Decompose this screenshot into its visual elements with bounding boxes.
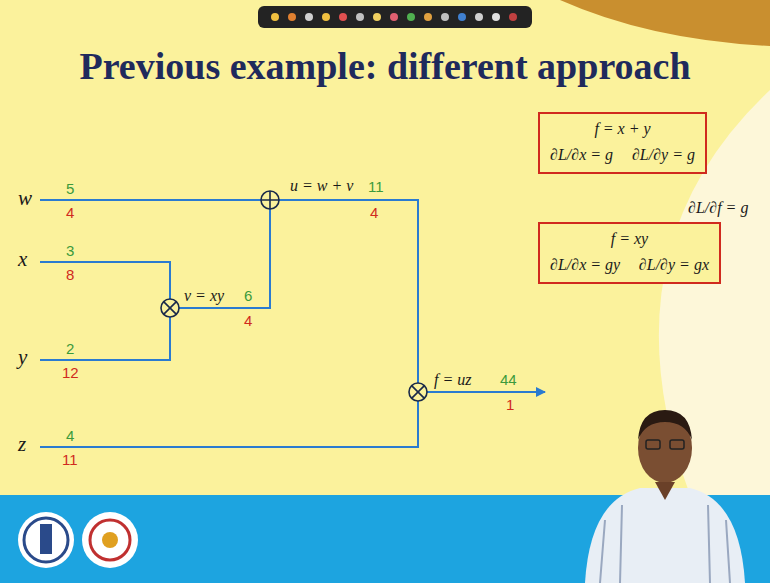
operator-symbols [161, 191, 427, 401]
gradient-value: 1 [506, 397, 514, 414]
forward-value: 3 [66, 243, 74, 260]
gradient-formula: ∂L/∂y = gx [639, 256, 709, 274]
gradient-value: 8 [66, 267, 74, 284]
output-gradient: ∂L/∂f = g [688, 199, 748, 217]
variable-name: y [18, 346, 27, 369]
gradient-value: 12 [62, 365, 79, 382]
slide-title: Previous example: different approach [0, 44, 770, 88]
presenter [585, 410, 745, 583]
forward-value: 2 [66, 341, 74, 358]
gradient-formula: ∂L/∂x = gy [550, 256, 620, 274]
forward-value: 11 [368, 179, 384, 196]
gradient-value: 4 [244, 313, 252, 330]
variable-name: z [18, 433, 26, 456]
gradient-value: 4 [66, 205, 74, 222]
graph-wires [40, 200, 545, 447]
variable-name: w [18, 187, 32, 210]
node-equation: v = xy [184, 287, 224, 305]
gradient-formula: ∂L/∂y = g [632, 146, 695, 164]
gradient-row: ∂L/∂x = gy ∂L/∂y = gx [550, 256, 709, 274]
forward-value: 6 [244, 288, 252, 305]
gradient-formula: ∂L/∂x = g [550, 146, 613, 164]
formula-heading: f = xy [550, 230, 709, 248]
forward-value: 44 [500, 372, 517, 389]
formula-heading: f = x + y [550, 120, 695, 138]
forward-value: 5 [66, 181, 74, 198]
institute-logo [18, 512, 138, 568]
formula-box: f = xy ∂L/∂x = gy ∂L/∂y = gx [538, 222, 721, 284]
forward-value: 4 [66, 428, 74, 445]
variable-name: x [18, 248, 27, 271]
node-equation: u = w + v [290, 177, 353, 195]
corner-band [540, 0, 770, 46]
node-equation: f = uz [434, 371, 471, 389]
formula-box: f = x + y ∂L/∂x = g ∂L/∂y = g [538, 112, 707, 174]
toolbar [258, 6, 532, 28]
gradient-value: 4 [370, 205, 378, 222]
toolbar-icons [271, 13, 517, 21]
gradient-value: 11 [62, 452, 78, 469]
gradient-row: ∂L/∂x = g ∂L/∂y = g [550, 146, 695, 164]
